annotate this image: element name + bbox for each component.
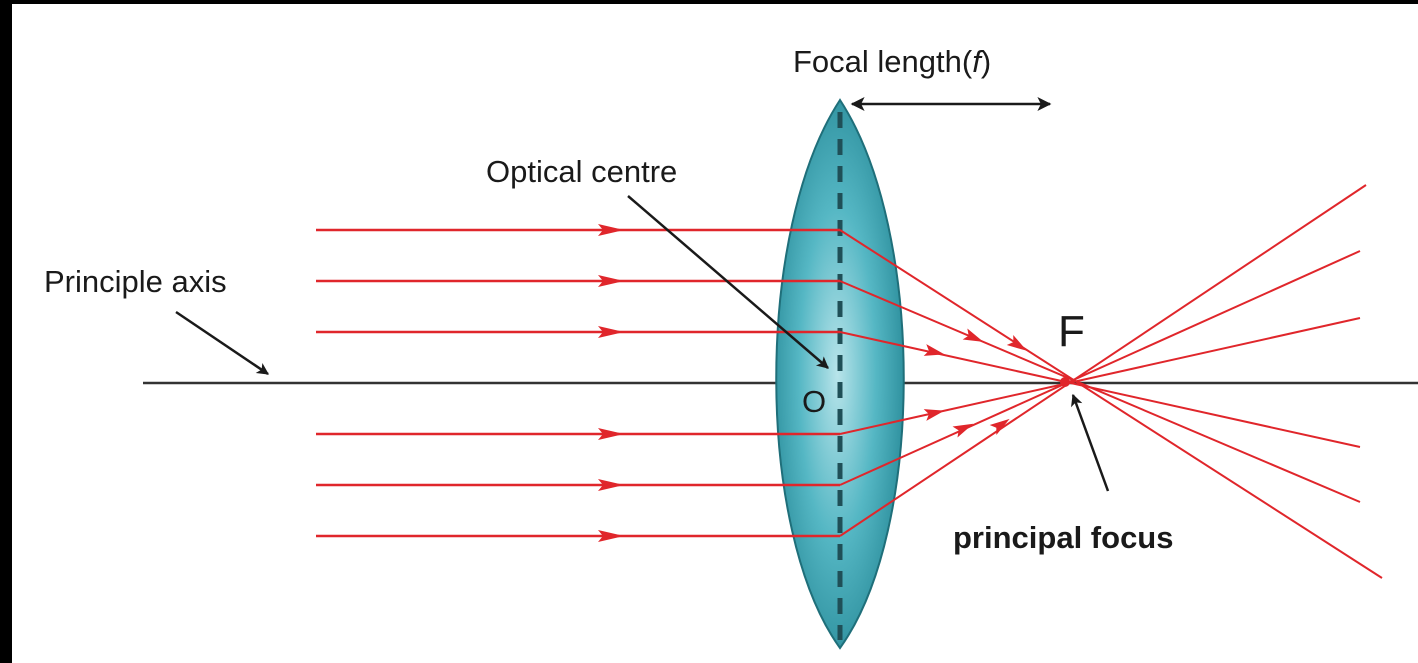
ray-arrowhead [963, 328, 986, 347]
refracted-ray [840, 332, 1360, 447]
principal-focus-pointer [1073, 395, 1108, 491]
focus-point-label: F [1058, 307, 1085, 356]
convex-lens-diagram: Focal length(f) Optical centre Principle… [12, 4, 1418, 663]
principle-axis-pointer [176, 312, 268, 374]
refracted-ray [840, 251, 1360, 485]
principal-focus-label: principal focus [953, 520, 1173, 555]
focal-point-marker [1060, 377, 1070, 387]
focal-length-label: Focal length(f) [793, 44, 991, 79]
principle-axis-label: Principle axis [44, 264, 227, 299]
ray-arrowhead [953, 418, 976, 437]
refracted-ray [840, 185, 1366, 536]
diagram-canvas: Focal length(f) Optical centre Principle… [12, 4, 1418, 663]
refracted-ray [840, 318, 1360, 434]
optical-centre-point-label: O [802, 384, 826, 419]
optical-centre-label: Optical centre [486, 154, 677, 189]
convex-lens [776, 100, 904, 648]
ray-arrowhead [924, 405, 946, 421]
